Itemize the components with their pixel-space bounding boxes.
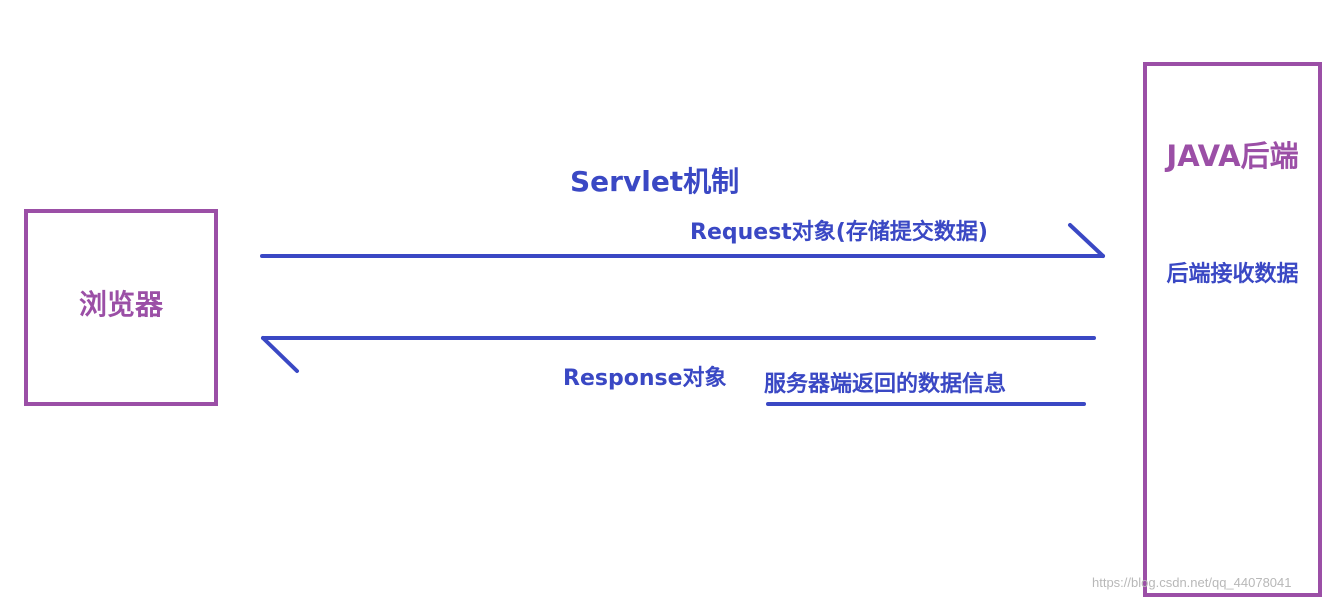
watermark-text: https://blog.csdn.net/qq_44078041 [1092,575,1292,590]
response-arrow-head [261,336,299,373]
response-info: 服务器端返回的数据信息 [764,372,1007,397]
request-arrow-head [1068,223,1105,258]
browser-box: 浏览器 [24,209,218,406]
backend-receive-text: 后端接收数据 [1166,262,1299,287]
response-label: Response对象 [563,366,727,391]
backend-title: JAVA后端 [1166,139,1299,173]
servlet-title: Servlet机制 [570,165,740,198]
backend-box: JAVA后端 后端接收数据 [1143,62,1322,597]
browser-label: 浏览器 [78,288,163,321]
request-label: Request对象(存储提交数据) [690,220,988,245]
